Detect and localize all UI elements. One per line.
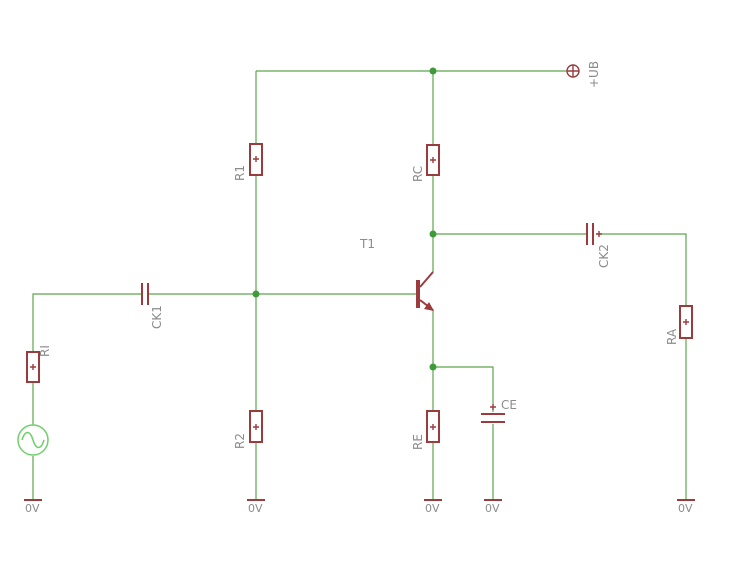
resistor-re-label: RE [411, 434, 425, 450]
capacitor-ce-plus-icon [490, 404, 496, 410]
resistor-r1: R1 [233, 143, 263, 181]
ac-source [17, 424, 49, 456]
ac-source-circle-icon [17, 424, 49, 456]
resistor-ri: RI [26, 345, 52, 383]
supply-terminal: +UB [566, 61, 601, 88]
capacitor-ck1-label: CK1 [150, 305, 164, 329]
junction-base [252, 290, 260, 298]
resistor-r1-plus-icon [253, 156, 259, 162]
ground-r2-label: 0V [248, 502, 263, 515]
capacitor-ce: CE [481, 398, 517, 423]
wire-emitter-ce [433, 366, 494, 412]
transistor-t1-base-bar [416, 280, 420, 308]
resistor-rc-plus-icon [430, 157, 436, 163]
ground-ri: 0V [24, 499, 42, 515]
resistor-ra-plus-icon [683, 319, 689, 325]
resistor-ri-plus-icon [30, 364, 36, 370]
grounds: 0V 0V 0V 0V 0V [24, 499, 695, 515]
resistor-ra: RA [665, 305, 693, 345]
transistor-t1: T1 [359, 237, 434, 311]
transistor-t1-collector-lead [419, 271, 434, 288]
junction-supply [429, 67, 437, 75]
junction-emitter [429, 363, 437, 371]
resistor-r2-label: R2 [233, 433, 247, 449]
resistor-r1-body [249, 143, 263, 176]
junctions [252, 67, 437, 371]
capacitor-ce-label: CE [501, 398, 517, 412]
ground-ra: 0V [677, 499, 695, 515]
capacitor-ck2-label: CK2 [597, 244, 611, 268]
supply-plus-icon [567, 65, 579, 77]
junction-collector [429, 230, 437, 238]
supply-label: +UB [587, 61, 601, 88]
resistor-rc-label: RC [411, 166, 425, 182]
ground-ce-label: 0V [485, 502, 500, 515]
wire-ck2-ra [596, 233, 687, 306]
wires [32, 70, 687, 500]
ground-ce: 0V [484, 499, 502, 515]
resistor-r2-plus-icon [253, 424, 259, 430]
transistor-t1-emitter-arrow-icon [424, 302, 434, 311]
resistor-re-plus-icon [430, 424, 436, 430]
resistor-r1-label: R1 [233, 165, 247, 181]
ground-re: 0V [424, 499, 442, 515]
resistor-re-body [426, 410, 440, 443]
ground-r2: 0V [247, 499, 265, 515]
transistor-t1-label: T1 [359, 237, 375, 251]
ac-source-sine-icon [21, 431, 45, 449]
ground-re-label: 0V [425, 502, 440, 515]
resistor-re: RE [411, 410, 440, 450]
capacitor-ck2-plus-icon [596, 231, 602, 237]
wire-input [32, 293, 141, 352]
resistor-rc-body [426, 144, 440, 176]
resistor-rc: RC [411, 144, 440, 182]
resistor-r2-body [249, 410, 263, 443]
resistor-ra-label: RA [665, 328, 679, 345]
ground-ri-label: 0V [25, 502, 40, 515]
resistor-ra-body [679, 305, 693, 339]
resistor-ri-label: RI [38, 345, 52, 357]
ground-ra-label: 0V [678, 502, 693, 515]
resistor-ri-body [26, 351, 40, 383]
capacitor-ck1: CK1 [141, 283, 164, 329]
capacitor-ck2: CK2 [586, 223, 611, 268]
resistor-r2: R2 [233, 410, 263, 449]
